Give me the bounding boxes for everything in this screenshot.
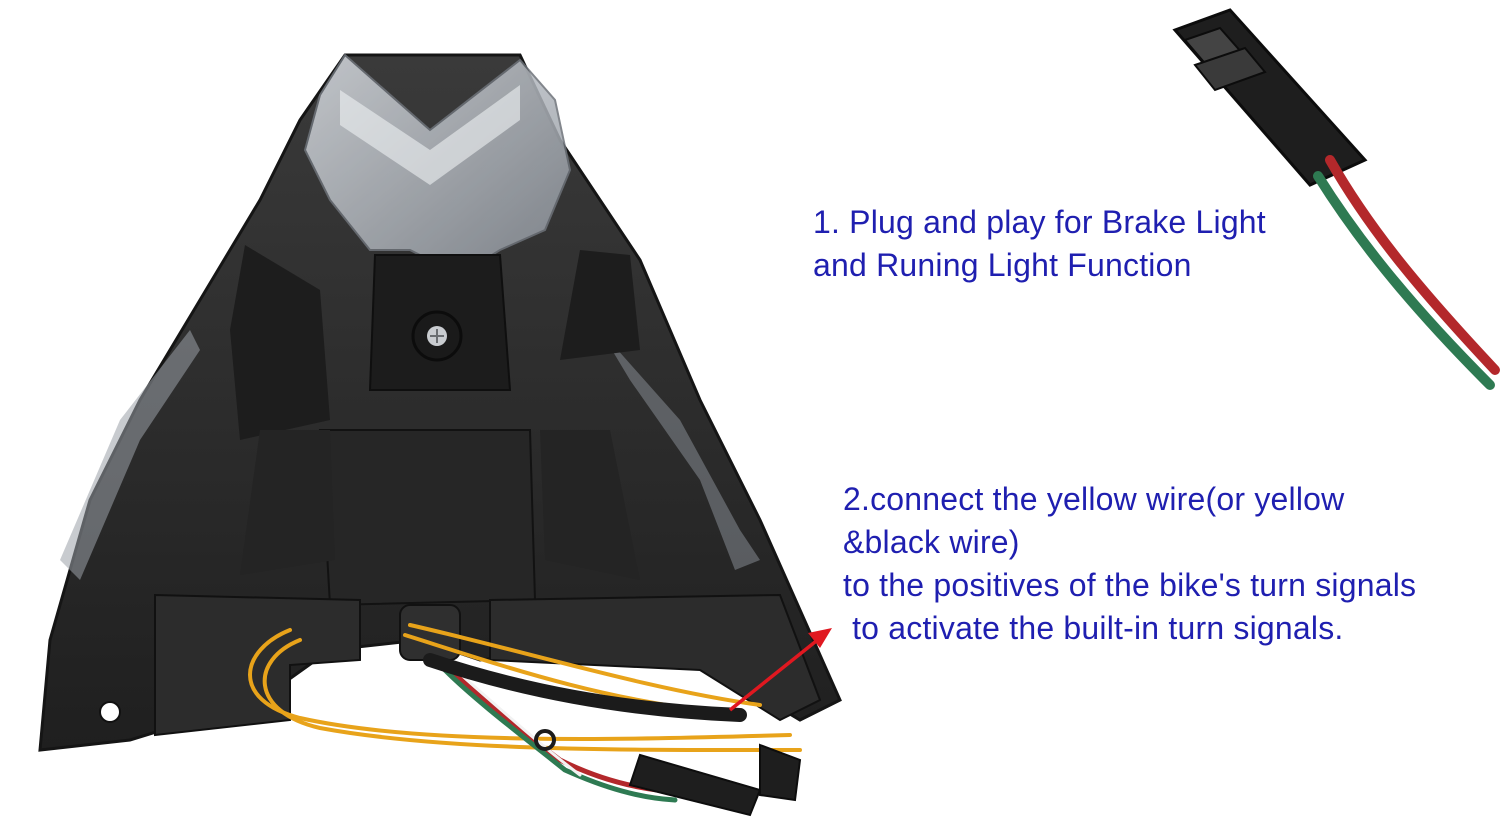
caption-yellow-wire-line4: to activate the built-in turn signals. [843, 610, 1344, 646]
caption-yellow-wire-line1: 2.connect the yellow wire(or yellow [843, 481, 1345, 517]
caption-yellow-wire-line2: &black wire) [843, 524, 1020, 560]
tail-light-housing [38, 53, 842, 752]
caption-plug-and-play-line2: and Runing Light Function [813, 247, 1192, 283]
caption-yellow-wire-line3: to the positives of the bike's turn sign… [843, 567, 1417, 603]
caption-yellow-wire: 2.connect the yellow wire(or yellow &bla… [843, 478, 1416, 650]
caption-plug-and-play: 1. Plug and play for Brake Light and Run… [813, 201, 1266, 287]
plug-connector [1172, 8, 1500, 390]
wiring-harness [248, 623, 802, 817]
callout-arrow [728, 628, 832, 712]
caption-plug-and-play-line1: 1. Plug and play for Brake Light [813, 204, 1266, 240]
